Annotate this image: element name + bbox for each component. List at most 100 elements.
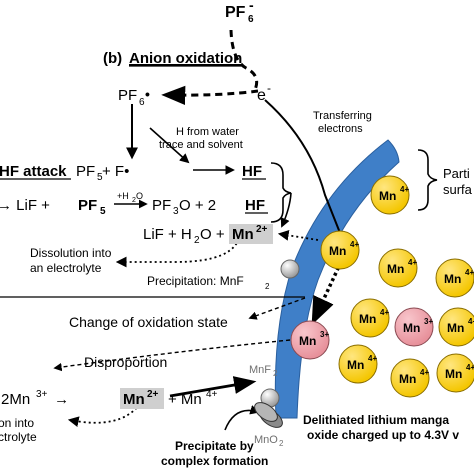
- section-letter: (b): [103, 50, 122, 67]
- eq2-pf5-sub: 5: [100, 206, 106, 217]
- transferring-label-2: electrons: [318, 123, 363, 135]
- svg-text:Mn: Mn: [299, 334, 316, 348]
- mn4-ion-6: Mn 4+: [438, 307, 474, 347]
- hf-attack-eq-a-sub: 5: [97, 172, 103, 183]
- anion-path-dashed: [229, 29, 259, 93]
- dissolution-label-1: Dissolution into: [30, 246, 112, 260]
- disp-left: 2Mn: [1, 391, 30, 408]
- eq3-mn-sup: 2+: [256, 224, 268, 235]
- hf-brace: [270, 162, 292, 223]
- pf6-radical-sub: 6: [139, 97, 145, 108]
- eq3-mn: Mn: [232, 226, 254, 243]
- particle-brace: [417, 149, 438, 211]
- svg-text:4+: 4+: [468, 317, 474, 326]
- pf6-anion-sub: 6: [248, 14, 254, 25]
- hf-attack-eq-a: PF: [76, 163, 95, 180]
- disp-mn2-sup: 2+: [147, 389, 159, 400]
- eq2-pf3o: PF: [152, 197, 171, 214]
- pf6-anion-label: PF: [225, 4, 246, 21]
- section-title: Anion oxidation: [129, 50, 242, 67]
- disproportion-arrow: [53, 339, 291, 372]
- mn4-ion-4: Mn 4+: [350, 298, 390, 338]
- particle-surface-1: Parti: [443, 166, 470, 181]
- electron-arrow: [264, 99, 347, 246]
- svg-text:4+: 4+: [420, 368, 429, 377]
- eq2-hf: HF: [245, 197, 265, 214]
- precipitation-label: Precipitation: MnF: [147, 274, 244, 288]
- svg-text:4+: 4+: [466, 363, 474, 372]
- eq2-h2o-over: +H: [117, 191, 129, 201]
- eq3-sub: 2: [194, 235, 200, 246]
- disproportion-label: Disproportion: [84, 354, 167, 370]
- mn4-ion-5: Mn 4+: [338, 344, 378, 384]
- mno2-cylinder: [254, 402, 283, 428]
- h-from-water-arrow: [149, 127, 190, 164]
- svg-text:Mn: Mn: [387, 262, 404, 276]
- svg-text:4+: 4+: [368, 354, 377, 363]
- dissolve-cut-2: ctrolyte: [0, 430, 37, 444]
- precipitation-sub: 2: [265, 282, 270, 291]
- eq2-pf3o-sub: 3: [173, 206, 179, 217]
- svg-text:3+: 3+: [424, 317, 433, 326]
- eq2-prefix: → LiF +: [0, 197, 54, 214]
- mn3-ion-surface: Mn 3+: [290, 320, 330, 360]
- mno2-label: MnO: [254, 434, 278, 446]
- svg-text:Mn: Mn: [403, 321, 420, 335]
- svg-text:Mn: Mn: [444, 272, 461, 286]
- mn2-highlight-box: [229, 224, 273, 244]
- h-from-water-2: trace and solvent: [159, 139, 243, 151]
- oxidation-state-arrow: [248, 297, 306, 320]
- svg-text:4+: 4+: [465, 268, 474, 277]
- svg-text:Mn: Mn: [399, 372, 416, 386]
- delithiated-1: Delithiated lithium manga: [303, 413, 449, 427]
- electron-transfer-dashed-arrow: [161, 85, 259, 105]
- brace-arrow: [280, 192, 292, 228]
- mnf2-label: MnF: [249, 364, 271, 376]
- eq3-left: LiF + H: [143, 226, 192, 243]
- dissolve-cut-1: on into: [0, 416, 34, 430]
- mnf2-formation-arrow: [169, 376, 257, 398]
- particle-surface-2: surfa: [443, 182, 473, 197]
- eq2-pf5: PF: [78, 197, 97, 214]
- delithiated-2: oxide charged up to 4.3V v: [307, 428, 459, 442]
- eq2-h2o-over-sub: 2: [132, 197, 136, 204]
- electron-sup: -: [267, 81, 271, 95]
- particle-surface-band: [274, 139, 400, 419]
- svg-text:3+: 3+: [320, 330, 329, 339]
- disp-arrow: →: [50, 391, 69, 408]
- mno2-sub: 2: [279, 439, 284, 448]
- eq2-h2o-over-tail: O: [136, 191, 143, 201]
- svg-text:Mn: Mn: [329, 244, 346, 258]
- mno2-complex-arrow: [224, 405, 260, 431]
- mnf2-sub: 2: [273, 369, 278, 378]
- svg-text:Mn: Mn: [347, 358, 364, 372]
- h-from-water-1: H from water: [176, 126, 239, 138]
- eq3-mid: O +: [200, 226, 229, 243]
- mn4-ion-3: Mn 4+: [435, 258, 474, 298]
- dissolution-label-2: an electrolyte: [30, 261, 102, 275]
- disp-mn2: Mn: [123, 391, 145, 408]
- transferring-label-1: Transferring: [313, 110, 372, 122]
- change-state-label: Change of oxidation state: [69, 314, 228, 330]
- mn4-to-mn3-arrow: [311, 261, 343, 326]
- hf-attack-label: HF attack: [0, 163, 67, 180]
- svg-text:Mn: Mn: [447, 321, 464, 335]
- electron-label: e: [257, 87, 266, 104]
- mn4-ion-surface: Mn 4+: [320, 230, 360, 270]
- pf6-radical-dot: •: [145, 86, 150, 102]
- eq2-pf3o-tail: O + 2: [179, 197, 216, 214]
- precip-complex-1: Precipitate by: [175, 439, 254, 453]
- svg-text:4+: 4+: [400, 185, 409, 194]
- svg-text:4+: 4+: [380, 308, 389, 317]
- disp-mn2-highlight-box: [120, 388, 164, 409]
- mn3-ion-bulk: Mn 3+: [394, 307, 434, 347]
- precip-complex-2: complex formation: [161, 454, 268, 468]
- svg-text:Mn: Mn: [359, 312, 376, 326]
- pf6-anion-sup: -: [249, 0, 254, 13]
- svg-text:4+: 4+: [350, 240, 359, 249]
- disp-left-sup: 3+: [36, 389, 48, 400]
